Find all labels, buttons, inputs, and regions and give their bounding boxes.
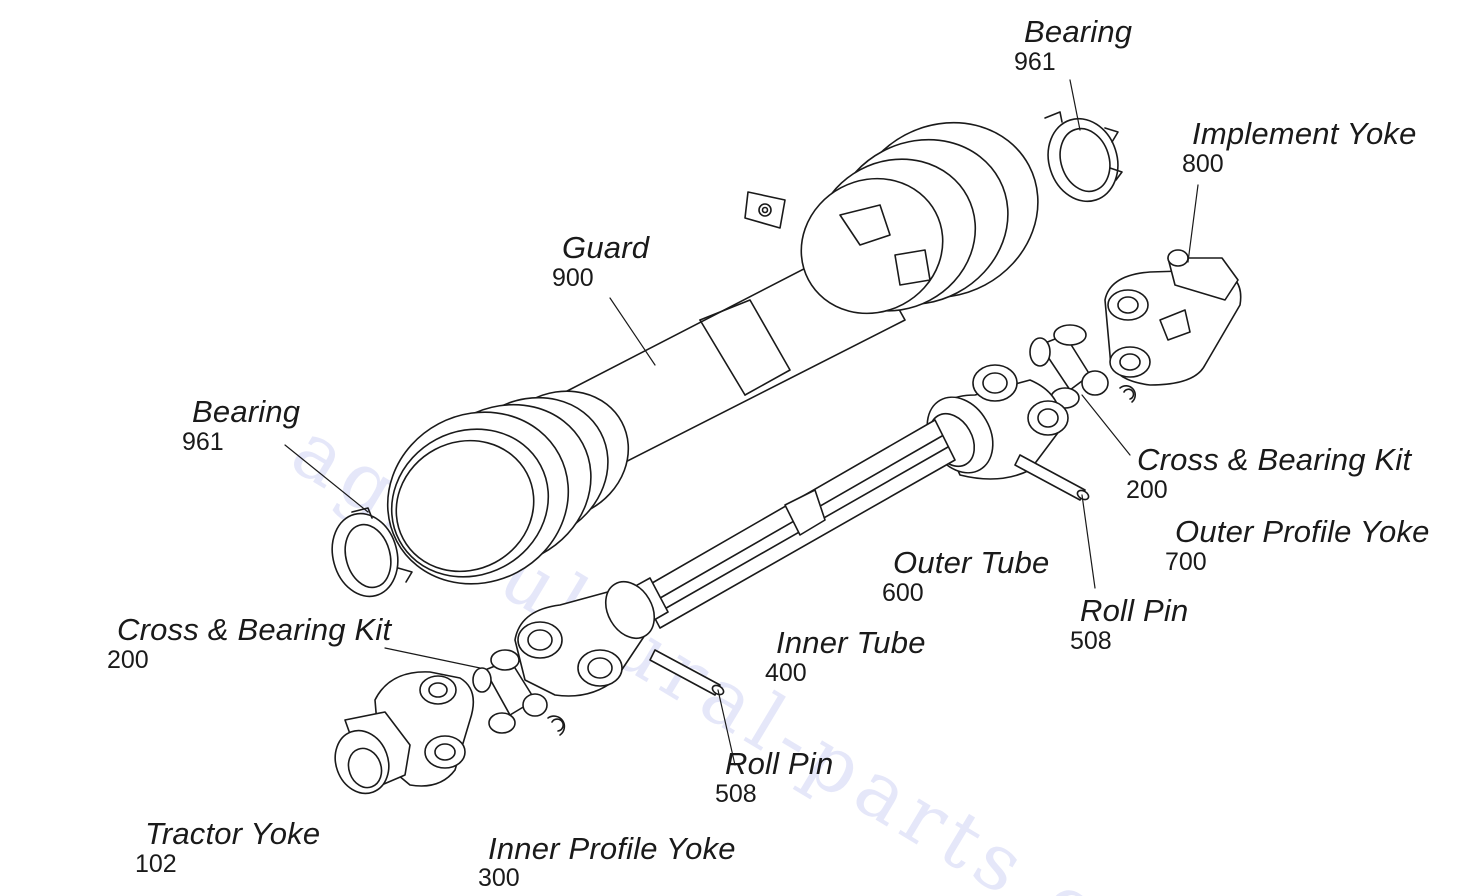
label-outer-tube-name: Outer Tube bbox=[893, 545, 1050, 580]
label-roll-pin-right-name: Roll Pin bbox=[1080, 593, 1189, 628]
label-tractor-yoke-number: 102 bbox=[135, 850, 177, 878]
guard-bellows-right bbox=[800, 121, 1039, 315]
leader-roll-pin-left bbox=[717, 689, 736, 766]
label-bearing-top-name: Bearing bbox=[1024, 14, 1133, 49]
inner-profile-yoke-part bbox=[514, 580, 656, 697]
label-outer-tube-number: 600 bbox=[882, 579, 924, 607]
label-implement-yoke-number: 800 bbox=[1182, 150, 1224, 178]
leader-implement-yoke bbox=[1187, 184, 1199, 263]
leader-cross-bearing-left bbox=[384, 647, 481, 669]
label-implement-yoke-name: Implement Yoke bbox=[1192, 116, 1417, 151]
cross-bearing-kit-left-part bbox=[472, 649, 566, 736]
label-guard-number: 900 bbox=[552, 264, 594, 292]
label-cross-bearing-right-number: 200 bbox=[1126, 476, 1168, 504]
label-cross-bearing-left-number: 200 bbox=[107, 646, 149, 674]
roll-pin-left-part bbox=[649, 649, 725, 696]
guard-clip bbox=[744, 191, 786, 229]
label-bearing-left-name: Bearing bbox=[192, 394, 301, 429]
leader-roll-pin-right bbox=[1081, 494, 1096, 589]
label-outer-profile-yoke-number: 700 bbox=[1165, 548, 1207, 576]
label-guard-name: Guard bbox=[562, 230, 650, 265]
bearing-left-part bbox=[331, 507, 413, 598]
leader-bearing-left bbox=[284, 444, 369, 513]
label-bearing-left-number: 961 bbox=[182, 428, 224, 456]
leader-cross-bearing-right bbox=[1081, 394, 1131, 456]
roll-pin-right-part bbox=[1014, 454, 1090, 501]
label-inner-tube-number: 400 bbox=[765, 659, 807, 687]
label-cross-bearing-right-name: Cross & Bearing Kit bbox=[1137, 442, 1412, 477]
label-inner-profile-yoke-number: 300 bbox=[478, 864, 520, 892]
label-bearing-top-number: 961 bbox=[1014, 48, 1056, 76]
label-cross-bearing-left-name: Cross & Bearing Kit bbox=[117, 612, 392, 647]
label-roll-pin-left-number: 508 bbox=[715, 780, 757, 808]
leader-bearing-top bbox=[1069, 79, 1081, 131]
implement-yoke-part bbox=[1104, 249, 1242, 386]
tractor-yoke-part bbox=[334, 671, 475, 795]
leader-lines bbox=[284, 79, 1199, 766]
label-inner-profile-yoke-name: Inner Profile Yoke bbox=[488, 831, 736, 866]
label-roll-pin-left-name: Roll Pin bbox=[725, 746, 834, 781]
label-outer-profile-yoke-name: Outer Profile Yoke bbox=[1175, 514, 1430, 549]
cross-bearing-kit-right-part bbox=[1029, 324, 1136, 409]
leader-guard bbox=[609, 297, 656, 366]
bearing-top-part bbox=[1044, 111, 1123, 203]
label-roll-pin-right-number: 508 bbox=[1070, 627, 1112, 655]
guard-part bbox=[386, 121, 1039, 585]
label-tractor-yoke-name: Tractor Yoke bbox=[145, 816, 321, 851]
guard-bellows-left bbox=[386, 390, 630, 585]
label-inner-tube-name: Inner Tube bbox=[776, 625, 926, 660]
